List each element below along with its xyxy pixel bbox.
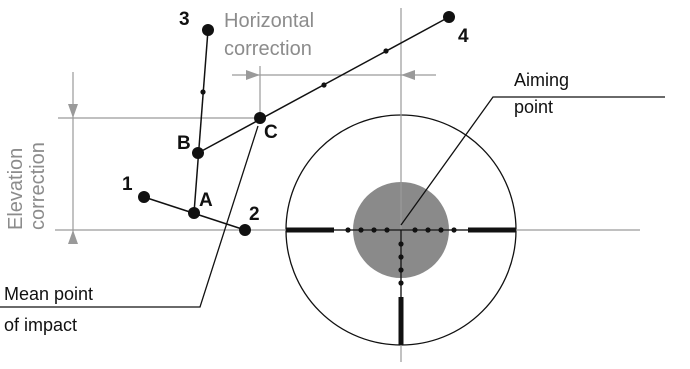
elevation-correction-label: Elevation correction bbox=[5, 142, 49, 230]
horizontal-arrow-left-icon bbox=[401, 70, 415, 80]
shot-1-label: 1 bbox=[122, 174, 133, 195]
aiming-point-label-line2: point bbox=[514, 97, 553, 117]
shot-3-dot bbox=[202, 24, 214, 36]
point-c-dot bbox=[254, 112, 266, 124]
elevation-arrow-up-icon bbox=[68, 230, 78, 244]
line-a-3 bbox=[193, 29, 209, 214]
shot-3-label: 3 bbox=[179, 9, 190, 30]
shot-2-dot bbox=[239, 224, 251, 236]
point-b-label: B bbox=[177, 133, 191, 154]
horizontal-correction-label-line2: correction bbox=[224, 38, 312, 60]
shot-4-dot bbox=[443, 11, 455, 23]
elevation-arrow-down-icon bbox=[68, 104, 78, 118]
mil-dots bbox=[345, 227, 457, 286]
point-a-label: A bbox=[199, 190, 213, 211]
point-b-dot bbox=[192, 147, 204, 159]
mean-point-leader bbox=[0, 125, 259, 308]
aiming-point-label-line1: Aiming bbox=[514, 70, 569, 90]
shot-4-label: 4 bbox=[458, 26, 469, 47]
point-c-label: C bbox=[264, 122, 278, 143]
shot-points bbox=[138, 11, 455, 236]
horizontal-correction-label-line1: Horizontal bbox=[224, 10, 314, 32]
reticle bbox=[55, 8, 640, 362]
correction-arrows bbox=[68, 70, 415, 244]
shot-2-label: 2 bbox=[249, 204, 260, 225]
point-a-dot bbox=[188, 207, 200, 219]
shot-1-dot bbox=[138, 191, 150, 203]
aiming-point-leader bbox=[400, 96, 665, 226]
leader-lines bbox=[0, 96, 665, 308]
mean-point-label-line2: of impact bbox=[4, 315, 77, 335]
elevation-correction-label-line1: Elevation bbox=[5, 148, 27, 230]
horizontal-arrow-right-icon bbox=[246, 70, 260, 80]
mean-point-label-line1: Mean point bbox=[4, 284, 93, 304]
plot-midpoints bbox=[200, 48, 389, 95]
elevation-correction-label-line2: correction bbox=[27, 142, 49, 230]
